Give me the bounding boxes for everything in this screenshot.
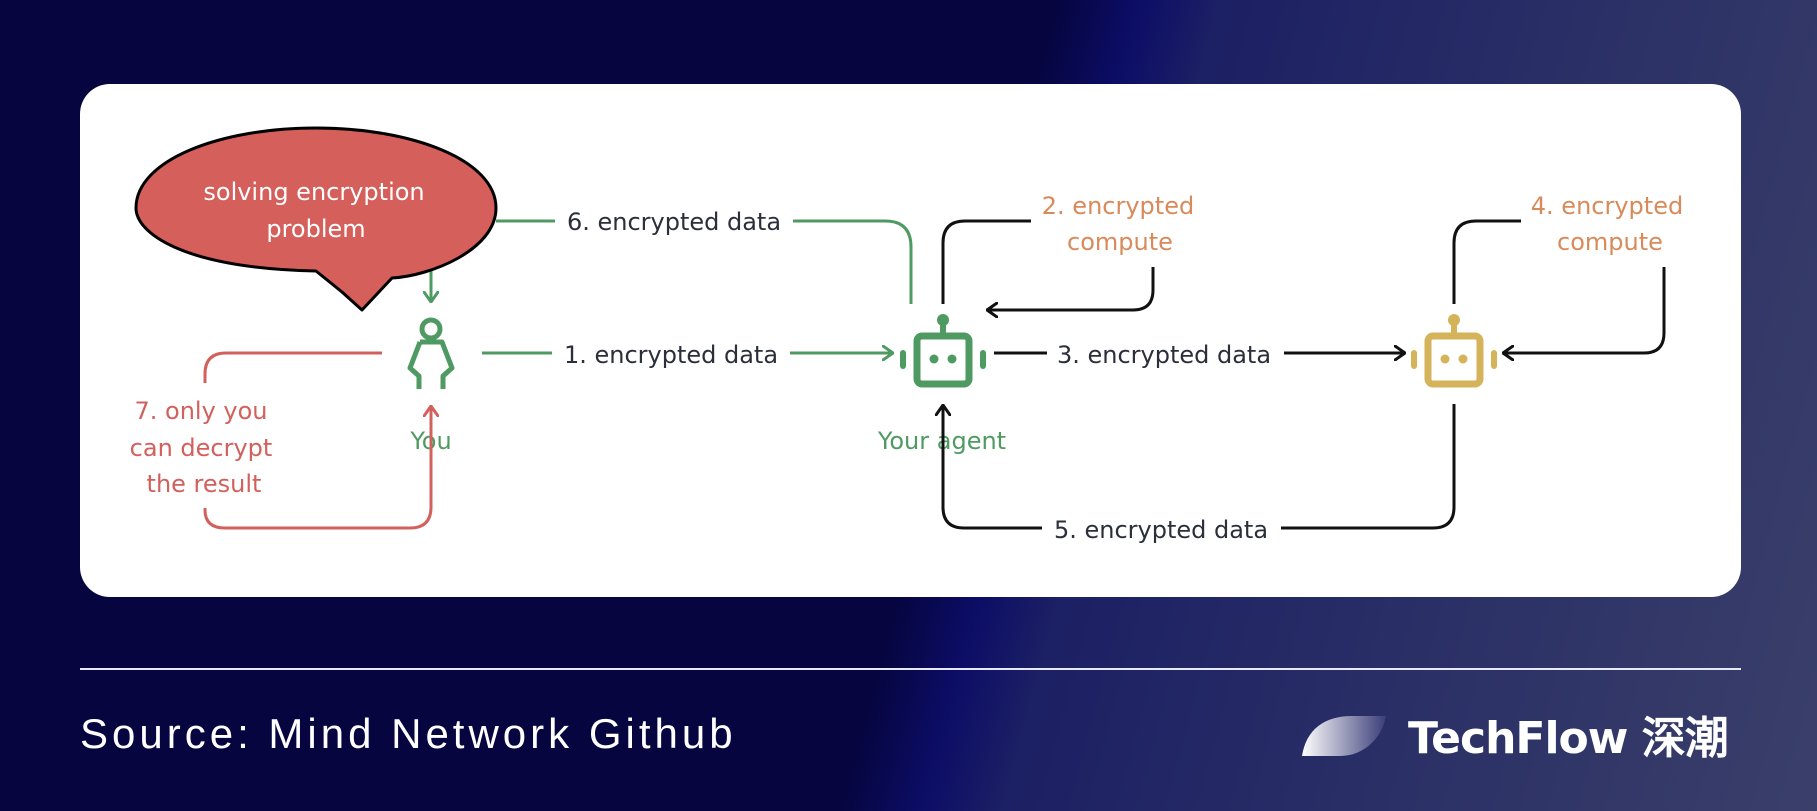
edge-step6-label: 6. encrypted data [567,208,781,236]
speech-bubble-shape [134,126,498,312]
brand-logo-group: TechFlow 深潮 [1300,708,1729,764]
source-caption: Source: Mind Network Github [80,710,737,757]
node-external-agent [1411,314,1497,388]
edge-step4-line-in [1503,267,1666,353]
edge-step6: 6. encrypted data [496,208,913,304]
speech-bubble-line1: solving encryption [203,178,424,206]
techflow-leaf-icon [1302,716,1386,756]
edge-step7-line-bottom [203,406,431,530]
edge-step2-line-in [987,267,1155,310]
edge-step1-label: 1. encrypted data [564,341,778,369]
edge-step5-line-right [1281,404,1456,530]
edge-step5-label: 5. encrypted data [1054,516,1268,544]
speech-bubble: solving encryption problem [134,126,498,312]
edge-step4-line-out [1452,219,1521,304]
edge-step2-label-line1: 2. encrypted [1042,192,1194,220]
edge-step4: 4. encrypted compute [1452,192,1683,353]
edge-step7-label-line3: the result [147,470,262,498]
footer-divider [80,668,1741,670]
edge-step7-line-top [203,351,382,383]
edge-step3: 3. encrypted data [994,341,1405,369]
edge-step2-line-out [941,219,1031,304]
robot-icon [1411,314,1497,388]
brand-name: TechFlow 深潮 [1408,713,1729,764]
edge-step3-label: 3. encrypted data [1057,341,1271,369]
edge-step2: 2. encrypted compute [941,192,1194,310]
edge-step2-label-line2: compute [1067,228,1173,256]
edge-step1: 1. encrypted data [482,341,893,369]
edge-step5: 5. encrypted data [943,404,1456,544]
robot-icon [900,314,986,388]
edge-step7: 7. only you can decrypt the result [130,351,431,530]
edge-step4-label-line2: compute [1557,228,1663,256]
speech-bubble-line2: problem [266,215,365,243]
edge-step7-label-line1: 7. only you [134,397,267,425]
edge-step5-line-left [943,405,1042,530]
edge-step6-line-right [793,219,913,304]
edge-step4-label-line1: 4. encrypted [1531,192,1683,220]
person-icon [407,317,455,389]
edge-step7-label-line2: can decrypt [130,434,273,462]
